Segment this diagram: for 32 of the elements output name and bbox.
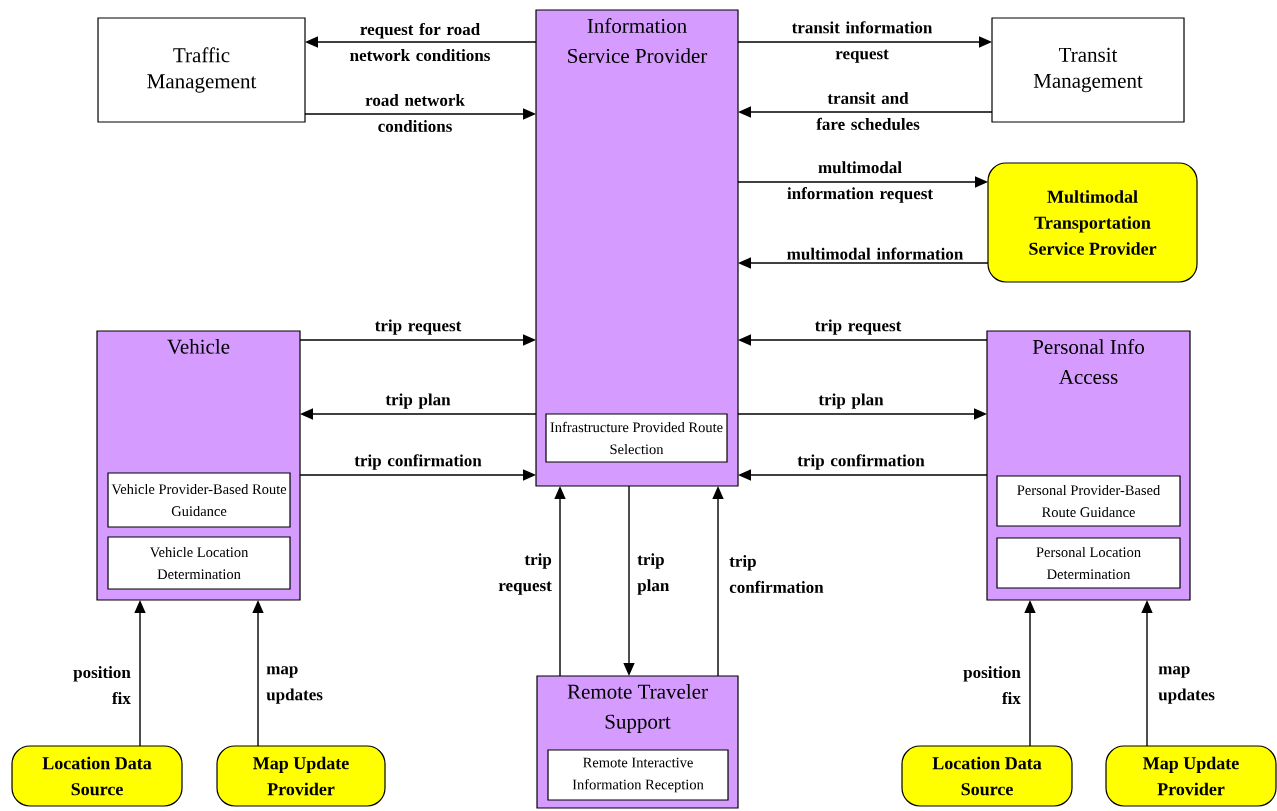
edge-label: trip confirmation <box>354 454 482 470</box>
edge-label: trip plan <box>637 553 670 595</box>
function-box: Personal Provider-Based Route Guidance <box>996 475 1181 527</box>
edge-label: multimodal information request <box>787 161 933 203</box>
edge-label: request for road network conditions <box>350 22 490 62</box>
edge-label: position fix <box>73 666 131 704</box>
terminator-box: Map Update Provider <box>216 745 386 807</box>
edge-label: map updates <box>266 666 323 704</box>
function-box: Personal Location Determination <box>996 537 1181 589</box>
edge-label: map updates <box>1158 666 1215 704</box>
terminator-box: Multimodal Transportation Service Provider <box>987 162 1198 283</box>
edge-label: trip plan <box>385 393 451 409</box>
edge-label: trip confirmation <box>729 555 824 593</box>
function-box: Infrastructure Provided Route Selection <box>545 413 728 463</box>
edge-label: trip confirmation <box>797 454 925 470</box>
edge-label: road network conditions <box>365 94 465 132</box>
terminator-box: Map Update Provider <box>1105 745 1277 807</box>
edge-label: trip request <box>375 319 462 335</box>
component-box: Transit Management <box>991 17 1185 123</box>
function-box: Remote Interactive Information Reception <box>547 749 729 801</box>
terminator-box: Location Data Source <box>11 745 183 807</box>
edge-label: trip request <box>498 553 552 595</box>
function-box: Vehicle Location Determination <box>107 536 291 590</box>
edge-label: trip request <box>815 319 902 335</box>
terminator-box: Location Data Source <box>901 745 1073 807</box>
edge-label: transit information request <box>791 21 933 63</box>
edge-label: trip plan <box>818 393 884 409</box>
component-box: Traffic Management <box>97 17 306 123</box>
edge-label: position fix <box>963 666 1021 704</box>
edge-label: transit and fare schedules <box>816 92 920 130</box>
edge-label: multimodal information <box>787 247 964 260</box>
function-box: Vehicle Provider-Based Route Guidance <box>107 472 291 528</box>
